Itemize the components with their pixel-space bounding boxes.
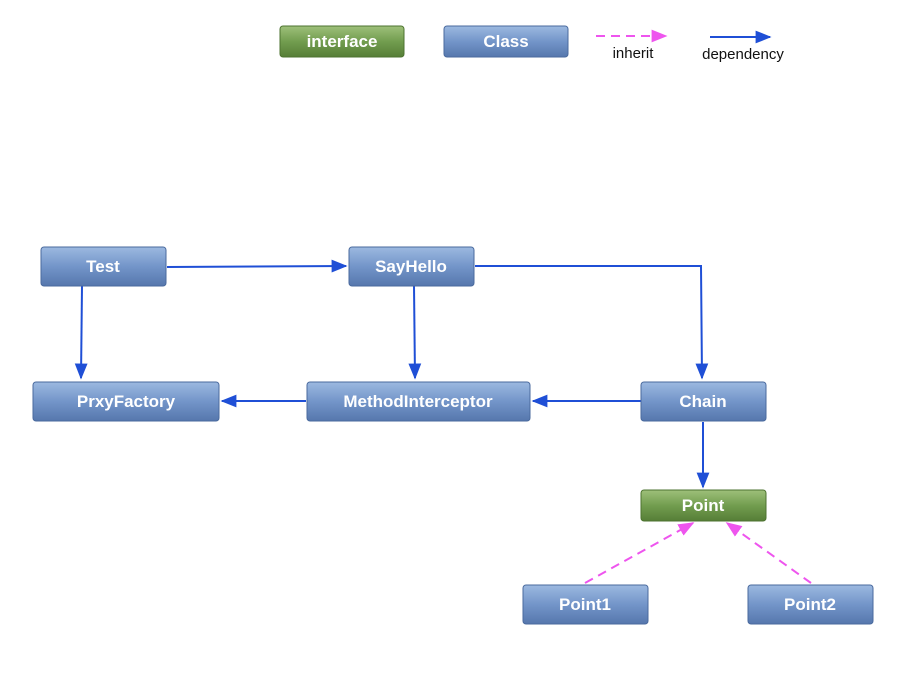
node-test: Test <box>40 246 167 287</box>
node-methodinterceptor-label: MethodInterceptor <box>343 392 493 411</box>
node-point1-label: Point1 <box>559 595 611 614</box>
nodes: Test SayHello PrxyFactory MethodIntercep… <box>32 246 874 625</box>
edges <box>74 259 812 584</box>
legend: interface Class inherit dependency <box>279 25 784 63</box>
node-prxyfactory-label: PrxyFactory <box>77 392 176 411</box>
legend-interface-box: interface <box>279 25 405 58</box>
legend-class-box: Class <box>443 25 569 58</box>
edge-test-prxyfactory <box>74 285 88 380</box>
node-methodinterceptor: MethodInterceptor <box>306 381 531 422</box>
node-point1: Point1 <box>522 584 649 625</box>
node-chain: Chain <box>640 381 767 422</box>
legend-inherit-label: inherit <box>613 45 655 62</box>
node-chain-label: Chain <box>679 392 726 411</box>
edge-sayhello-methodinterceptor <box>408 285 422 380</box>
edge-point1-point <box>584 522 695 584</box>
node-sayhello: SayHello <box>348 246 475 287</box>
node-sayhello-label: SayHello <box>375 257 447 276</box>
node-test-label: Test <box>86 257 120 276</box>
node-point-label: Point <box>682 496 725 515</box>
edge-test-sayhello <box>166 259 348 273</box>
node-point: Point <box>640 489 767 522</box>
node-point2: Point2 <box>747 584 874 625</box>
node-prxyfactory: PrxyFactory <box>32 381 220 422</box>
legend-class-label: Class <box>483 32 528 51</box>
legend-interface-label: interface <box>307 32 378 51</box>
node-point2-label: Point2 <box>784 595 836 614</box>
edge-sayhello-chain <box>475 265 709 380</box>
legend-dependency-label: dependency <box>702 46 784 63</box>
edge-point2-point <box>725 522 812 584</box>
